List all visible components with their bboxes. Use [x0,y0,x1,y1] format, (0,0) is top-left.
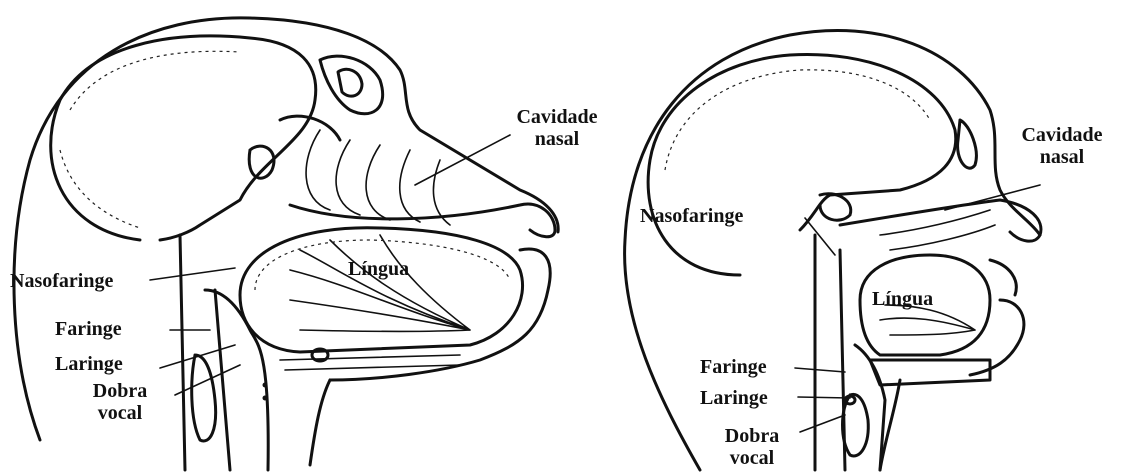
right-label-nasal: nasal [1000,146,1124,168]
left-label-nasal: nasal [495,128,619,150]
right-head-diagram [625,30,1041,470]
right-label-dobra-vocal: Dobra vocal [712,425,792,469]
right-label-cavidade-nasal: Cavidade nasal [1000,124,1124,168]
left-label-dobra-vocal: Dobra vocal [75,380,165,424]
right-label-lingua: Língua [872,288,933,310]
left-label-vocal: vocal [75,402,165,424]
left-label-cavidade-nasal: Cavidade nasal [495,106,619,150]
right-label-laringe: Laringe [700,387,768,409]
right-label-vocal: vocal [712,447,792,469]
left-tongue [240,228,523,352]
left-label-faringe: Faringe [55,318,122,340]
left-label-cavidade: Cavidade [495,106,619,128]
right-label-faringe: Faringe [700,356,767,378]
right-brain-cavity [648,54,956,275]
left-skull-outline [14,18,558,440]
left-label-laringe: Laringe [55,353,123,375]
right-label-dobra: Dobra [712,425,792,447]
left-brain-cavity [51,36,316,240]
right-label-nasofaringe: Nasofaringe [640,205,743,227]
left-label-dobra: Dobra [75,380,165,402]
right-label-cavidade: Cavidade [1000,124,1124,146]
left-label-nasofaringe: Nasofaringe [10,270,113,292]
left-label-lingua: Língua [348,258,409,280]
